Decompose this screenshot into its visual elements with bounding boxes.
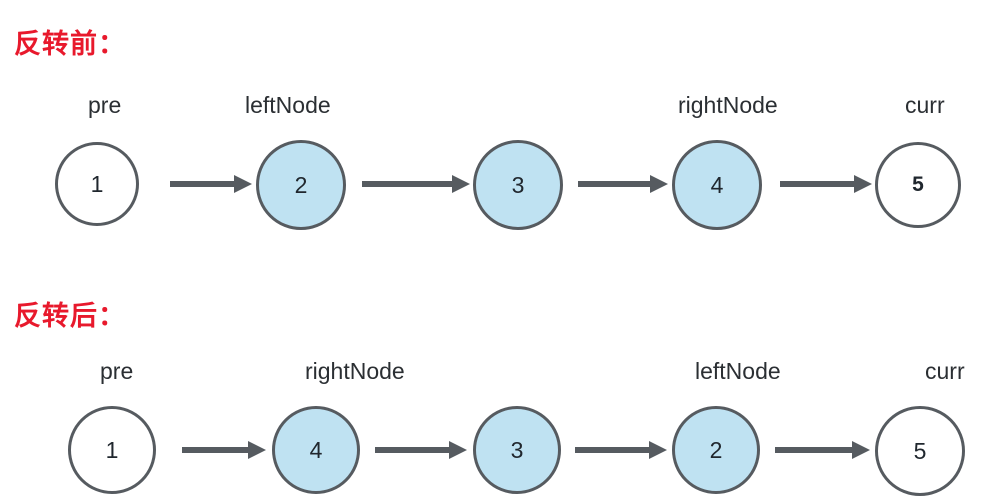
node-pointer-label-rightNode: rightNode	[678, 92, 778, 118]
arrow-shaft	[170, 181, 236, 187]
section-title-after: 反转后：	[14, 301, 126, 332]
list-node-5: 5	[875, 406, 965, 496]
arrow-head	[854, 175, 872, 193]
node-pointer-label-pre: pre	[88, 92, 122, 118]
list-node-3: 3	[473, 140, 563, 230]
arrow-head	[449, 441, 467, 459]
node-pointer-label-pre: pre	[100, 358, 134, 384]
arrow-head	[649, 441, 667, 459]
node-pointer-label-curr: curr	[905, 92, 945, 118]
node-pointer-label-curr: curr	[925, 358, 965, 384]
arrow-shaft	[578, 181, 652, 187]
arrow-shaft	[182, 447, 250, 453]
arrow-head	[852, 441, 870, 459]
arrow-head	[248, 441, 266, 459]
section-title-before: 反转前：	[14, 29, 126, 60]
list-node-2: 2	[256, 140, 346, 230]
arrow-head	[452, 175, 470, 193]
list-node-1: 1	[55, 142, 139, 226]
list-node-5: 5	[875, 142, 961, 228]
node-pointer-label-rightNode: rightNode	[305, 358, 405, 384]
list-node-4: 4	[272, 406, 360, 494]
arrow-shaft	[775, 447, 854, 453]
arrow-shaft	[575, 447, 651, 453]
arrow-shaft	[362, 181, 454, 187]
node-pointer-label-leftNode: leftNode	[245, 92, 331, 118]
arrow-shaft	[375, 447, 451, 453]
list-node-4: 4	[672, 140, 762, 230]
list-node-1: 1	[68, 406, 156, 494]
list-node-2: 2	[672, 406, 760, 494]
list-node-3: 3	[473, 406, 561, 494]
arrow-head	[234, 175, 252, 193]
arrow-shaft	[780, 181, 856, 187]
node-pointer-label-leftNode: leftNode	[695, 358, 781, 384]
arrow-head	[650, 175, 668, 193]
